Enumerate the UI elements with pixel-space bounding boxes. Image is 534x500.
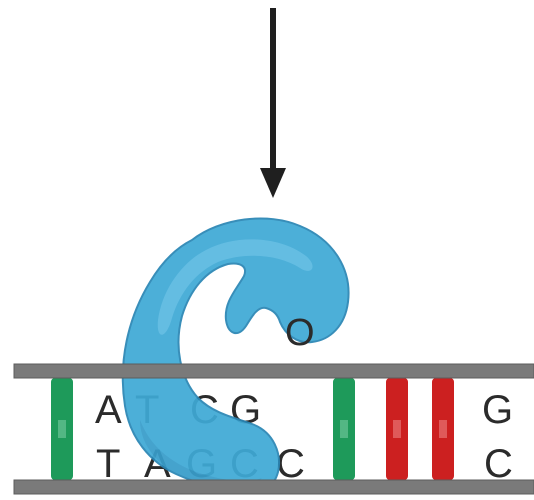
base-pair-green-2 [333,378,355,480]
enzyme-blob [123,218,349,492]
bottom-backbone [14,480,534,494]
down-arrow-icon [260,8,286,198]
bottom-letter-6: C [484,442,513,486]
base-pair-red-1 [386,378,408,480]
top-letter-5: G [482,388,513,432]
base-pair-red-2 [432,378,454,480]
top-backbone [14,364,534,378]
top-letter-1: A [95,388,122,432]
bound-group-label: O [285,312,315,354]
bottom-letter-1: T [96,442,120,486]
base-pair-green-1 [51,378,73,480]
bottom-letter-5: C [276,442,305,486]
